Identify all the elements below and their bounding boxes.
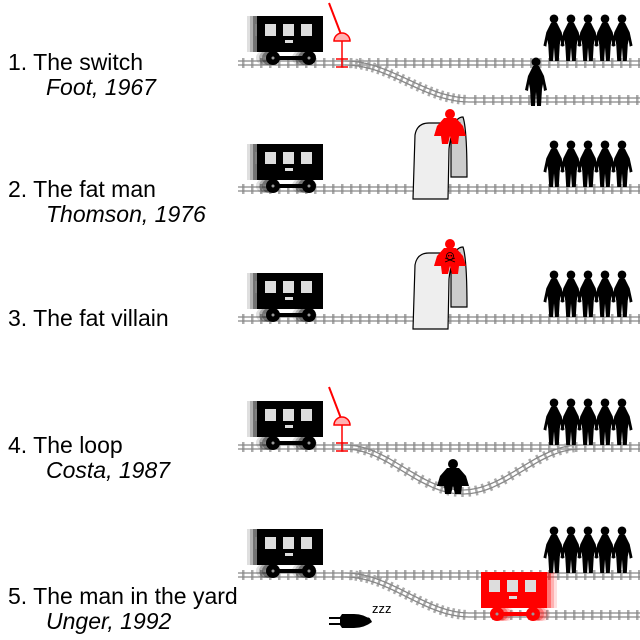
scenario-3-title: 3. The fat villain bbox=[8, 305, 169, 331]
scene-5-side-track-curve bbox=[345, 570, 470, 620]
scenario-5-title: 5. The man in the yard bbox=[8, 583, 238, 609]
scene-1-trolley-icon bbox=[247, 16, 323, 65]
scene-3-skull-icon bbox=[444, 252, 456, 263]
scene-3-group-of-five-icon bbox=[543, 270, 633, 317]
scenario-2-citation: Thomson, 1976 bbox=[46, 201, 206, 227]
scenario-1-citation: Foot, 1967 bbox=[46, 74, 156, 100]
scene-5-group-of-five-icon bbox=[543, 526, 633, 573]
scene-1-group-of-five-icon bbox=[543, 14, 633, 61]
scenario-4-label: 4. The loop Costa, 1987 bbox=[8, 433, 170, 483]
scenario-1-label: 1. The switch Foot, 1967 bbox=[8, 50, 156, 100]
scene-4-trolley-icon bbox=[247, 401, 323, 450]
scenario-3-label: 3. The fat villain bbox=[8, 306, 169, 331]
scenario-5-label: 5. The man in the yard Unger, 1992 bbox=[8, 584, 238, 634]
scenario-2-title: 2. The fat man bbox=[8, 176, 156, 202]
scenario-4-citation: Costa, 1987 bbox=[46, 457, 171, 483]
scene-2-group-of-five-icon bbox=[543, 140, 633, 187]
scene-1-side-track bbox=[470, 95, 640, 105]
scene-4-loop-track bbox=[344, 442, 581, 497]
sleep-text: zzz bbox=[372, 601, 392, 616]
scene-1-lever-switch-icon bbox=[328, 2, 351, 68]
scenario-2-label: 2. The fat man Thomson, 1976 bbox=[8, 177, 206, 227]
scene-3-trolley-icon bbox=[247, 273, 323, 322]
scene-5-sleeping-man-icon: zzz bbox=[329, 601, 392, 628]
scene-5-trolley-icon bbox=[247, 529, 323, 578]
scene-2-fat-man-icon bbox=[434, 109, 466, 144]
scene-4-fat-man-icon bbox=[437, 459, 469, 494]
scene-1-side-track-curve bbox=[345, 58, 470, 105]
scene-2-trolley-icon bbox=[247, 144, 323, 193]
scene-4-lever-switch-icon bbox=[328, 386, 351, 452]
scenario-1-title: 1. The switch bbox=[8, 49, 144, 75]
scene-3-fat-villain-icon bbox=[434, 239, 466, 274]
scenario-5-citation: Unger, 1992 bbox=[46, 608, 172, 634]
scenario-4-title: 4. The loop bbox=[8, 432, 123, 458]
scene-5-red-trolley-icon bbox=[481, 572, 557, 621]
scene-4-group-of-five-icon bbox=[543, 398, 633, 445]
